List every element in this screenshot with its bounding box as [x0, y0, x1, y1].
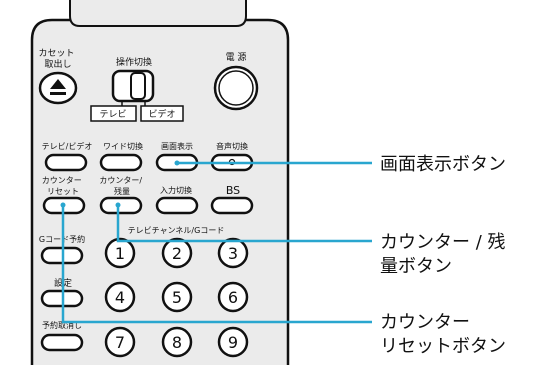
counter-reset-label: カウンター リセット — [42, 176, 85, 196]
callout-counter-reset-line1: カウンター — [380, 312, 470, 333]
cancel-reservation-button[interactable] — [40, 333, 84, 352]
wide-switch-label: ワイド切換 — [103, 141, 143, 151]
number-button-3[interactable]: 3 — [217, 237, 249, 269]
counter-remain-label-line2: 残量 — [114, 186, 130, 196]
tv-label-box — [90, 105, 137, 122]
audio-switch-label: 音声切換 — [216, 141, 248, 151]
eject-icon — [50, 79, 66, 95]
number-label: 6 — [228, 288, 238, 307]
number-button-5[interactable]: 5 — [161, 281, 193, 313]
callout-counter-remain-line2: 量ボタン — [380, 256, 452, 277]
number-button-2[interactable]: 2 — [161, 237, 193, 269]
eject-label-line2: 取出し — [44, 58, 71, 70]
number-label: 9 — [228, 333, 238, 352]
number-label: 5 — [172, 288, 182, 307]
number-label: 8 — [172, 333, 182, 352]
number-label: 7 — [115, 333, 125, 352]
channel-caption: テレビチャンネル/Gコード — [128, 226, 225, 235]
bs-button[interactable] — [210, 196, 254, 215]
input-switch-button[interactable] — [155, 196, 199, 215]
number-button-9[interactable]: 9 — [217, 326, 249, 358]
eject-button[interactable] — [38, 71, 78, 105]
counter-remain-label: カウンター/ 残量 — [99, 176, 144, 196]
input-switch-label: 入力切換 — [160, 185, 192, 195]
number-button-4[interactable]: 4 — [104, 281, 136, 313]
display-label: 画面表示 — [161, 141, 193, 151]
callout-dots — [60, 160, 180, 208]
callout-counter-remain-button: カウンター / 残 量ボタン — [380, 232, 511, 277]
eject-label-line1: カセット — [39, 48, 75, 59]
callout-counter-reset-button: カウンター リセットボタン — [380, 312, 506, 357]
remote-top-recess — [69, 0, 247, 27]
tv-video-label: テレビ/ビデオ — [42, 141, 93, 151]
wide-switch-button[interactable] — [99, 153, 143, 172]
video-label: ビデオ — [148, 108, 175, 120]
callout-counter-reset-line2: リセットボタン — [380, 336, 506, 357]
callout-line-counter-reset — [61, 205, 372, 324]
cancel-label: 予約取消し — [42, 320, 82, 330]
callout-lines — [61, 161, 372, 324]
number-button-6[interactable]: 6 — [217, 281, 249, 313]
callout-display-button: 画面表示ボタン — [380, 154, 506, 175]
number-button-7[interactable]: 7 — [104, 326, 136, 358]
video-label-box — [140, 105, 184, 122]
number-label: 2 — [172, 244, 182, 263]
power-label: 電 源 — [226, 52, 247, 63]
eject-label: カセット 取出し — [39, 48, 78, 70]
callout-counter-remain-line1: カウンター / 残 — [380, 232, 506, 253]
callout-line-counter-remain — [116, 205, 372, 243]
tv-label: テレビ — [99, 109, 126, 120]
number-label: 1 — [115, 244, 125, 263]
counter-reset-label-line2: リセット — [47, 187, 79, 196]
bs-label: BS — [226, 184, 240, 197]
counter-reset-label-line1: カウンター — [42, 176, 82, 185]
tv-video-button[interactable] — [44, 153, 88, 172]
number-button-1[interactable]: 1 — [104, 237, 136, 269]
switch-label: 操作切換 — [116, 56, 152, 68]
number-label: 3 — [228, 244, 238, 263]
power-button[interactable] — [213, 65, 259, 111]
number-button-8[interactable]: 8 — [161, 326, 193, 358]
counter-remain-button[interactable] — [99, 196, 143, 215]
counter-remain-label-line1: カウンター/ — [99, 176, 142, 185]
operation-switch[interactable] — [111, 69, 155, 103]
number-label: 4 — [115, 288, 125, 307]
